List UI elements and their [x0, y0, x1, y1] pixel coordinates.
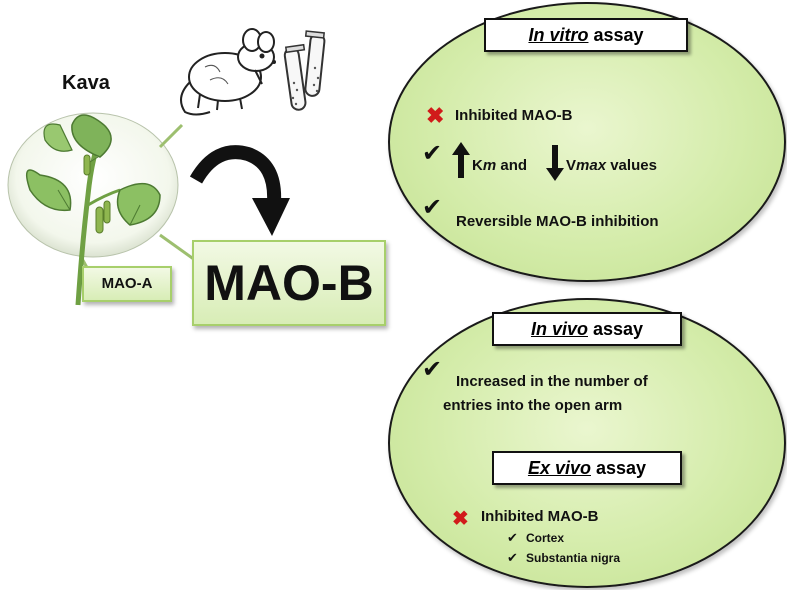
- mao-a-box: MAO-A: [82, 266, 172, 302]
- cross-icon: ✖: [426, 103, 445, 128]
- kava-plant-icon: [7, 112, 196, 306]
- mouse-icon: [180, 28, 276, 116]
- in-vitro-item-2: Km and: [472, 157, 528, 174]
- mao-b-label: MAO-B: [204, 255, 374, 311]
- ex-vivo-subitem-1: Cortex: [526, 531, 565, 545]
- check-icon: ✔: [422, 140, 443, 167]
- in-vitro-item-1: Inhibited MAO-B: [455, 107, 573, 124]
- in-vitro-title: In vitro assay: [484, 18, 688, 52]
- check-icon: ✔: [507, 530, 518, 545]
- ex-vivo-item: Inhibited MAO-B: [481, 508, 599, 525]
- curved-arrow-icon: [189, 145, 290, 236]
- mao-a-label: MAO-A: [101, 275, 153, 292]
- test-tubes-icon: [283, 30, 326, 111]
- in-vivo-line-1: Increased in the number of: [456, 373, 648, 390]
- in-vivo-panel: [388, 298, 786, 588]
- kava-label: Kava: [62, 72, 110, 94]
- in-vivo-title: In vivo assay: [492, 312, 682, 346]
- in-vitro-item-3: Reversible MAO-B inhibition: [456, 213, 659, 230]
- ex-vivo-subitem-2: Substantia nigra: [526, 551, 621, 565]
- in-vivo-line-2: entries into the open arm: [443, 397, 623, 414]
- mao-b-box: MAO-B: [192, 240, 386, 326]
- check-icon: ✔: [422, 194, 443, 221]
- check-icon: ✔: [422, 356, 443, 383]
- in-vitro-item-2b: Vmax values: [566, 157, 657, 174]
- arrow-up-icon: [452, 142, 470, 178]
- check-icon: ✔: [507, 550, 518, 565]
- ex-vivo-title: Ex vivo assay: [492, 451, 682, 485]
- arrow-down-icon: [546, 145, 564, 181]
- cross-icon: ✖: [452, 508, 469, 530]
